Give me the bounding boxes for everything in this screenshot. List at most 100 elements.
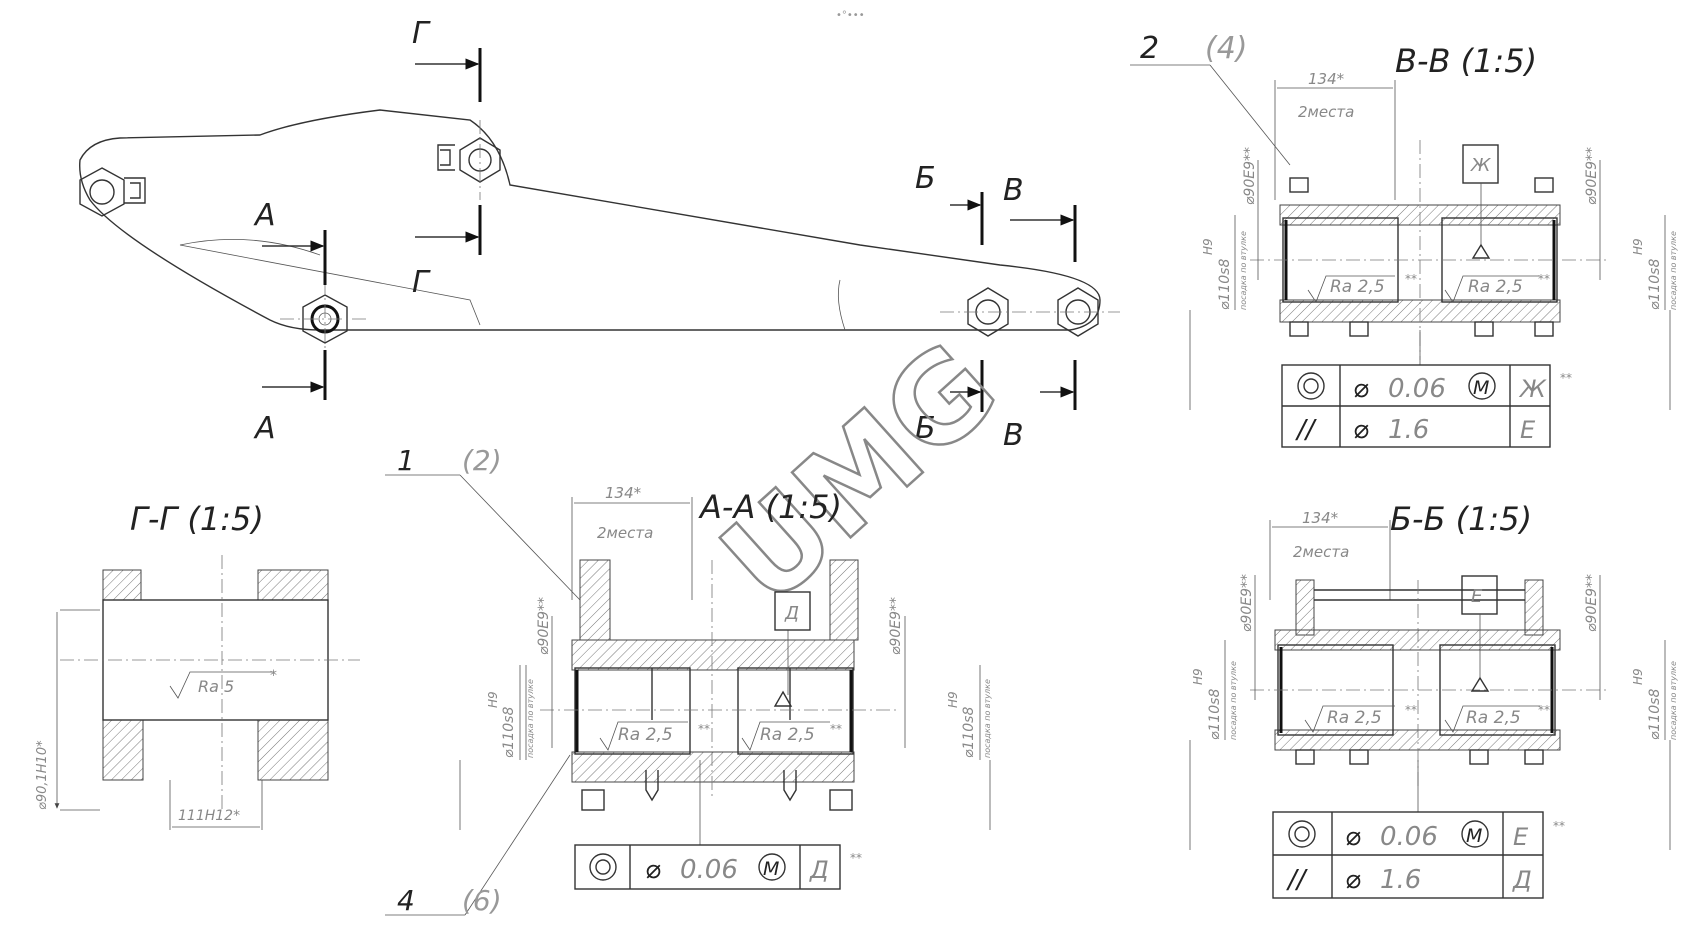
top-dots: •°•••	[836, 10, 865, 21]
cut-v: В В	[1003, 173, 1077, 453]
bb-dim-h9-r: H9	[1631, 668, 1645, 685]
vv-datum-zh: Ж	[1470, 155, 1491, 176]
bb-tol-par: //	[1286, 865, 1309, 895]
bb-dim-134: 134*	[1302, 509, 1339, 527]
bb-tol-diam-2: ⌀	[1345, 865, 1361, 895]
aa-dim-110: ⌀110s8	[501, 707, 517, 758]
pin-left-hex	[79, 167, 146, 217]
vv-tol-star: **	[1560, 371, 1572, 385]
vv-fit-note-l: посадка по втулке	[1239, 231, 1248, 310]
aa-ra-l: Ra 2,5	[618, 725, 673, 745]
aa-datum-d: Д	[784, 603, 799, 624]
pin-g-hex	[437, 137, 501, 183]
vv-dim-90e9-l: ⌀90E9**	[1242, 147, 1258, 205]
view-gg-title: Г-Г (1:5)	[130, 500, 264, 538]
aa-dim-110-r: ⌀110s8	[961, 707, 977, 758]
cut-label-b1: Б	[915, 161, 936, 196]
bb-dim-110-l: ⌀110s8	[1207, 689, 1223, 740]
vv-ra-l: Ra 2,5	[1330, 277, 1385, 297]
aa-fit-note-l: посадка по втулке	[526, 679, 535, 758]
callout-2: (2)	[462, 444, 502, 477]
vv-dim-h9-l: H9	[1201, 238, 1215, 255]
aa-dim-h9-r: H9	[946, 691, 960, 708]
bb-dim-2places: 2места	[1293, 543, 1349, 561]
bb-fit-note-r: посадка по втулке	[1669, 661, 1678, 740]
gg-dim-dia: ⌀90,1H10*	[35, 740, 50, 810]
aa-tolerance-frame: ⌀ 0.06 M Д **	[574, 844, 862, 890]
vv-ra-r: Ra 2,5	[1468, 277, 1523, 297]
watermark: UMG	[695, 316, 1025, 633]
vv-tol-par: //	[1295, 415, 1318, 445]
vv-tol-val-2: 1.6	[1388, 415, 1429, 445]
bb-tol-star: **	[1553, 819, 1565, 833]
aa-dim-134: 134*	[605, 484, 642, 502]
vv-tol-diam-1: ⌀	[1353, 374, 1369, 404]
view-aa-title: А-А (1:5)	[698, 488, 842, 526]
bb-ra-r-star: **	[1538, 703, 1550, 717]
aa-ra-r-star: **	[830, 722, 842, 736]
aa-dim-90e9-l: ⌀90E9**	[536, 597, 552, 655]
aa-tol-val: 0.06	[680, 855, 738, 885]
vv-ra-r-star: **	[1538, 272, 1550, 286]
bb-tol-val-2: 1.6	[1380, 865, 1421, 895]
vv-tolerance-frame: ⌀ 0.06 M Ж ** // ⌀ 1.6 Е	[1281, 364, 1572, 448]
bb-tol-val-1: 0.06	[1380, 822, 1438, 852]
bb-dim-h9-l: H9	[1191, 668, 1205, 685]
vv-dim-h9-r: H9	[1631, 238, 1645, 255]
cut-b: Б Б	[915, 161, 984, 446]
watermark-text: UMG	[696, 317, 1023, 631]
view-gg: Г-Г (1:5) ⌀90,1H10* 111H12* Ra 5 *	[35, 500, 360, 830]
bb-ra-l-star: **	[1405, 703, 1417, 717]
gg-ra-star: *	[270, 668, 277, 684]
cut-label-v2: В	[1003, 418, 1024, 453]
aa-tol-diam: ⌀	[645, 855, 661, 885]
vv-tol-val-1: 0.06	[1388, 374, 1446, 404]
view-vv: В-В (1:5) 2 (4) 134* 2места Ж Ra 2,5 ** …	[1130, 31, 1678, 410]
aa-tol-datum: Д	[809, 856, 829, 884]
gg-dim-width: 111H12*	[178, 808, 240, 824]
cut-label-v1: В	[1003, 173, 1024, 208]
callout-6: (6)	[462, 884, 502, 917]
gg-ra: Ra 5	[198, 677, 234, 696]
vv-fit-note-r: посадка по втулке	[1669, 231, 1678, 310]
vv-tol-datum-2: Е	[1520, 416, 1536, 444]
callout-1: 1	[397, 444, 415, 477]
aa-dim-90e9-r: ⌀90E9**	[888, 597, 904, 655]
aa-tol-mod: M	[763, 858, 779, 880]
view-vv-title: В-В (1:5)	[1395, 42, 1537, 80]
bb-fit-note-l: посадка по втулке	[1229, 661, 1238, 740]
bb-tol-datum-1: Е	[1513, 823, 1529, 851]
callout-4b: (4)	[1205, 31, 1248, 66]
bb-datum-e: Е	[1471, 586, 1483, 607]
cut-a: А А	[253, 198, 327, 446]
cut-label-a1: А	[253, 198, 276, 233]
vv-tol-diam-2: ⌀	[1353, 415, 1369, 445]
vv-tol-datum-1: Ж	[1518, 375, 1547, 403]
vv-dim-2places: 2места	[1298, 103, 1354, 121]
view-bb-title: Б-Б (1:5)	[1390, 500, 1532, 538]
bb-tolerance-frame: ⌀ 0.06 M Е ** // ⌀ 1.6 Д	[1272, 811, 1565, 899]
bb-ra-r: Ra 2,5	[1466, 708, 1521, 728]
bb-ra-l: Ra 2,5	[1327, 708, 1382, 728]
aa-dim-h9: H9	[486, 691, 500, 708]
aa-ra-l-star: **	[698, 722, 710, 736]
aa-fit-note-r: посадка по втулке	[983, 679, 992, 758]
bb-dim-90e9-l: ⌀90E9**	[1239, 574, 1255, 632]
aa-dim-2places: 2места	[597, 524, 653, 542]
cut-g: Г Г	[412, 16, 482, 300]
view-bb: Б-Б (1:5) 134* 2места Е Ra 2,5 ** Ra 2,5…	[1189, 500, 1678, 850]
vv-dim-134: 134*	[1308, 70, 1345, 88]
aa-tol-star: **	[850, 851, 862, 865]
bb-tol-datum-2: Д	[1512, 866, 1532, 894]
callout-2b: 2	[1140, 31, 1159, 66]
bb-dim-90e9-r: ⌀90E9**	[1584, 574, 1600, 632]
aa-callouts: 1 (2) 4 (6)	[385, 444, 581, 917]
vv-tol-mod: M	[1473, 377, 1489, 399]
vv-dim-90e9-r: ⌀90E9**	[1584, 147, 1600, 205]
cut-label-b2: Б	[915, 411, 936, 446]
cut-label-g1: Г	[412, 16, 431, 51]
bb-tol-mod: M	[1466, 825, 1482, 847]
arm-view: Г Г А А Б Б В В	[79, 16, 1120, 453]
vv-ra-l-star: **	[1405, 272, 1417, 286]
